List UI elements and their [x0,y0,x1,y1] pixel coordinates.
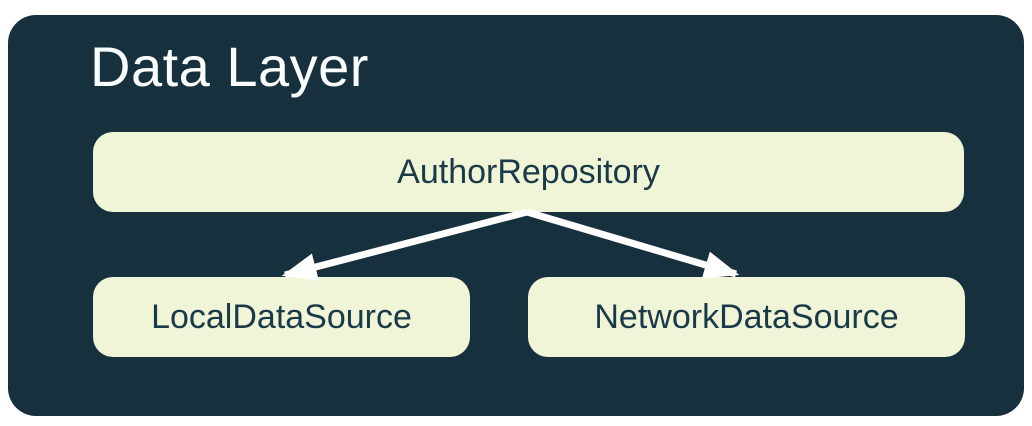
diagram-title: Data Layer [90,35,369,98]
node-local-data-source-label: LocalDataSource [151,297,412,336]
node-local-data-source: LocalDataSource [93,277,470,357]
data-layer-container: Data Layer AuthorRepository LocalDataSou… [8,15,1024,416]
node-author-repository-label: AuthorRepository [397,152,660,191]
node-author-repository: AuthorRepository [93,132,964,212]
node-network-data-source-label: NetworkDataSource [594,297,899,336]
node-network-data-source: NetworkDataSource [528,277,965,357]
